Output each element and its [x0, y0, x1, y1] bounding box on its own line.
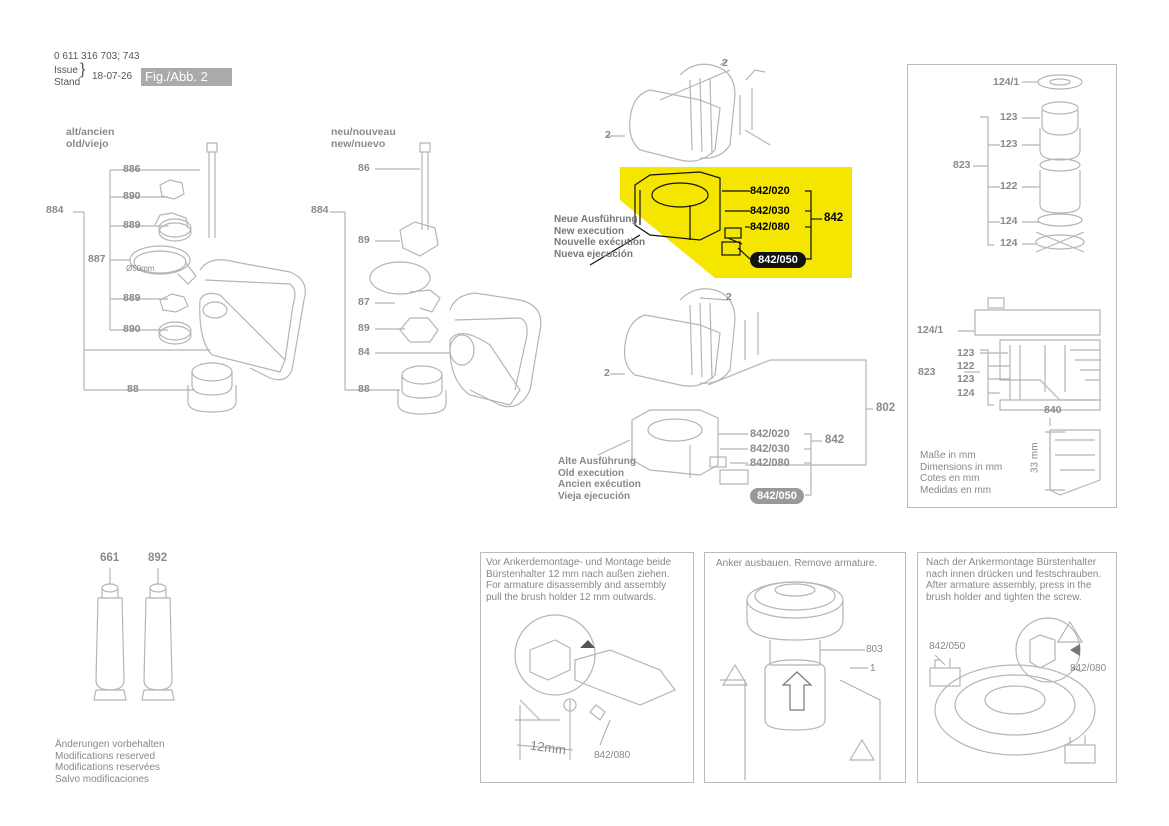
bearing-group-823: 823	[953, 159, 971, 171]
old-part-890b: 890	[123, 323, 141, 335]
bearing-part-124: 124	[1000, 215, 1018, 227]
old-brush-drawing	[597, 288, 873, 496]
old-part-842-020: 842/020	[750, 428, 790, 440]
tube-label-892: 892	[148, 552, 168, 564]
tube-label-661: 661	[100, 552, 120, 564]
box2-part-803: 803	[866, 644, 883, 655]
section-group-823: 823	[918, 366, 936, 378]
instruction-box-1	[480, 552, 694, 783]
instruction-box-3	[917, 552, 1117, 783]
bearing-drawing	[958, 74, 1101, 496]
new-part-842-080: 842/080	[750, 221, 790, 233]
new-title: neu/nouveau new/nuevo	[331, 126, 396, 150]
new-part-842-020: 842/020	[750, 185, 790, 197]
instruction-box-2	[704, 552, 906, 783]
section-part-123b: 123	[957, 373, 975, 385]
section-part-124: 124	[957, 387, 975, 399]
new-part-88: 88	[358, 383, 370, 395]
new-part-84: 84	[358, 346, 370, 358]
section-part-122: 122	[957, 360, 975, 372]
disclaimer: Änderungen vorbehalten Modifications res…	[55, 739, 165, 785]
box1-figure	[514, 614, 676, 760]
section-part-123: 123	[957, 347, 975, 359]
old-part-889: 889	[123, 219, 141, 231]
section-part-124-1: 124/1	[917, 324, 944, 336]
old-assembly-802: 802	[876, 402, 896, 414]
new-part-86: 86	[358, 162, 370, 174]
dimension-33mm: 33 mm	[1029, 442, 1041, 474]
coil-label-top2: 2	[722, 57, 728, 69]
issue-label: Issue Stand	[54, 65, 81, 88]
new-part-884: 884	[311, 204, 329, 216]
bearing-part-123: 123	[1000, 111, 1018, 123]
bearing-part-123b: 123	[1000, 138, 1018, 150]
box3-part-842-080: 842/080	[1070, 663, 1107, 674]
bearing-panel	[907, 64, 1117, 508]
new-handle-drawing	[330, 142, 542, 415]
old-part-889b: 889	[123, 292, 141, 304]
old-part-890: 890	[123, 190, 141, 202]
bearing-part-124b: 124	[1000, 237, 1018, 249]
new-part-89: 89	[358, 234, 370, 246]
old-group-842: 842	[825, 434, 845, 446]
box2-figure	[720, 581, 881, 780]
new-brush-drawing	[589, 59, 822, 266]
old-part-887: 887	[88, 253, 106, 265]
old-part-886: 886	[123, 163, 141, 175]
instruction-text-3: Nach der Ankermontage Bürstenhalter nach…	[926, 557, 1102, 603]
new-part-842-050: 842/050	[750, 252, 806, 268]
old-part-842-080: 842/080	[750, 457, 790, 469]
instruction-text-1: Vor Ankerdemontage- und Montage beide Bü…	[486, 557, 672, 603]
coil-label-mid2: 2	[726, 291, 732, 303]
box1-part: 842/080	[594, 750, 631, 761]
old-execution-label: Alte Ausführung Old execution Ancien exé…	[558, 456, 641, 502]
instruction-text-2: Anker ausbauen. Remove armature.	[716, 558, 878, 569]
new-execution-label: Neue Ausführung New execution Nouvelle e…	[554, 214, 646, 260]
new-part-842-030: 842/030	[750, 205, 790, 217]
old-part-884: 884	[46, 204, 64, 216]
old-part-842-030: 842/030	[750, 443, 790, 455]
box2-part-1: 1	[870, 663, 876, 674]
brace-glyph: }	[80, 61, 86, 78]
units-note: Maße in mm Dimensions in mm Cotes en mm …	[920, 450, 1003, 496]
new-part-87: 87	[358, 296, 370, 308]
new-part-89b: 89	[358, 322, 370, 334]
figure-tag: Fig./Abb. 2	[141, 68, 232, 86]
old-diameter: Ø50mm	[126, 264, 155, 273]
coil-label-top: 2	[605, 129, 611, 141]
bearing-part-122: 122	[1000, 180, 1018, 192]
issue-date: 18-07-26	[92, 71, 133, 82]
old-part-88: 88	[127, 383, 139, 395]
old-handle-drawing	[73, 142, 306, 413]
old-part-842-050: 842/050	[750, 488, 804, 504]
highlight-area	[620, 167, 852, 278]
coil-label-mid: 2	[604, 367, 610, 379]
section-part-840: 840	[1044, 404, 1062, 416]
box3-part-842-050: 842/050	[929, 641, 966, 652]
grease-tubes-drawing	[93, 568, 175, 701]
box3-figure	[929, 617, 1096, 764]
old-title: alt/ancien old/viejo	[66, 126, 115, 150]
doc-numbers: 0 611 316 703; 743	[54, 51, 140, 62]
new-group-842: 842	[824, 212, 844, 224]
bearing-part-124-1: 124/1	[993, 76, 1020, 88]
